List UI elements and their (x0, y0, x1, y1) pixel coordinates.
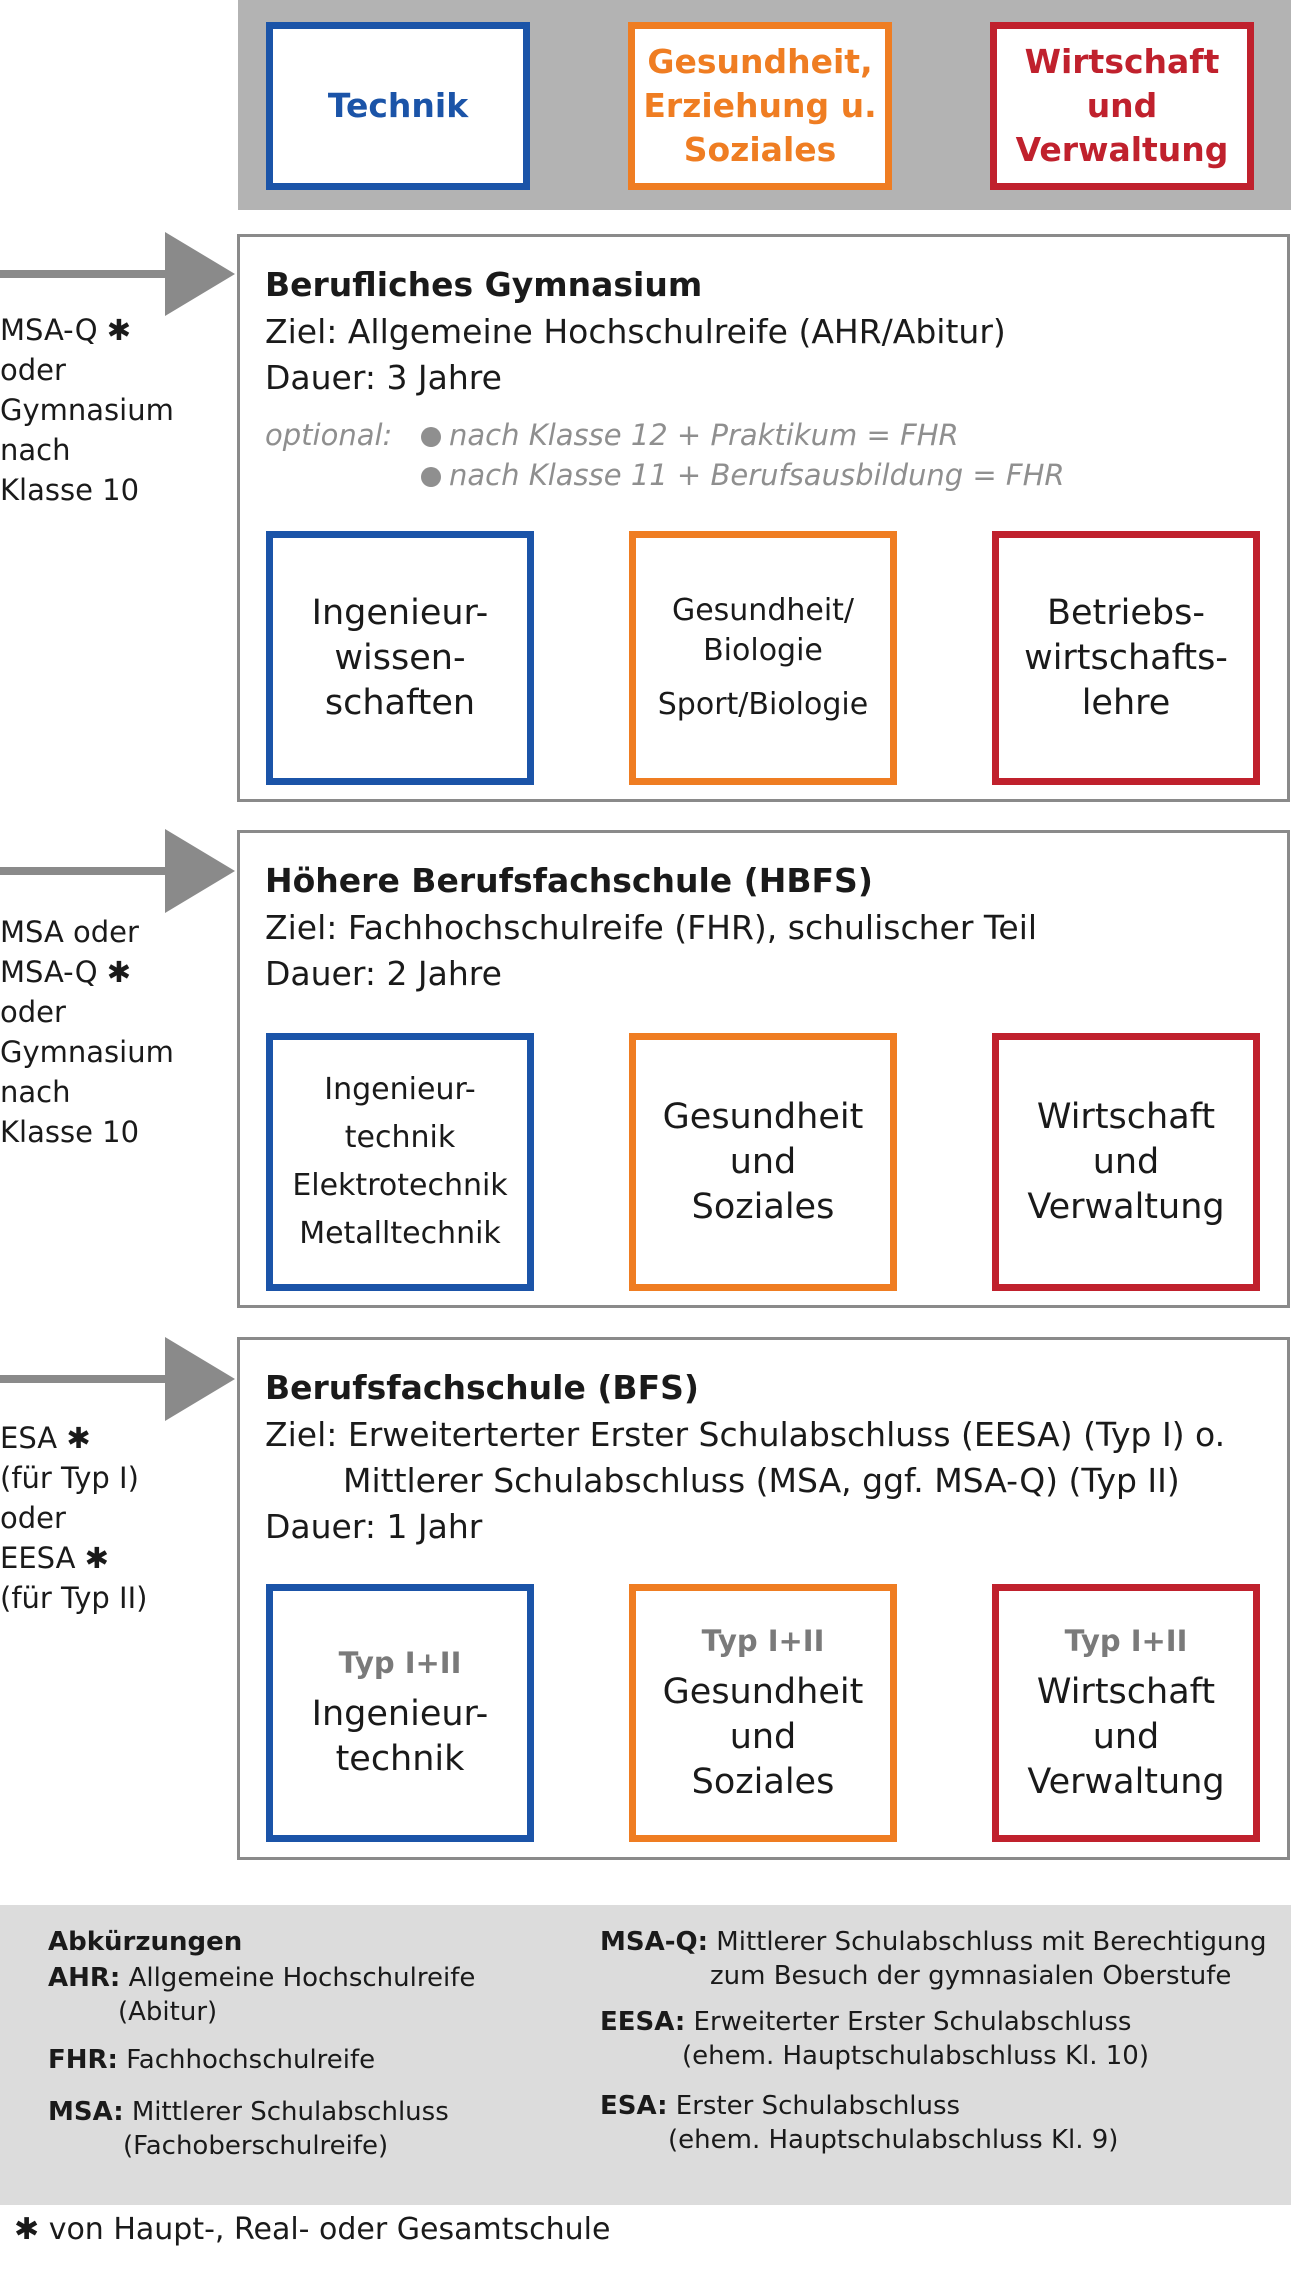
box-label: Gesundheit und Soziales (662, 1096, 864, 1227)
optional-label: optional: (265, 418, 393, 452)
section-title: Berufliches Gymnasium (265, 265, 703, 304)
box-type: Typ I+II (1064, 1623, 1188, 1658)
box-type: Typ I+II (701, 1623, 825, 1658)
abbreviations-panel: Abkürzungen AHR: Allgemeine Hochschulrei… (0, 1905, 1291, 2205)
section-title: Höhere Berufsfachschule (HBFS) (265, 861, 873, 900)
box-label: Gesundheit und Soziales (662, 1671, 864, 1802)
header-gesundheit: Gesundheit, Erziehung u. Soziales (628, 22, 892, 190)
arrow-shaft (0, 270, 175, 278)
star-icon: ✱ (14, 2212, 40, 2247)
box-ingenieurtechnik: Ingenieur- technik Elektrotechnik Metall… (266, 1033, 534, 1291)
box-wirtschaft-verwaltung: Wirtschaft und Verwaltung (992, 1033, 1260, 1291)
abbr-item: AHR: Allgemeine Hochschulreife (Abitur) (48, 1963, 476, 2027)
box-label: Wirtschaft und Verwaltung (1027, 1096, 1225, 1227)
box-label: Ingenieur- wissen- schaften (311, 592, 489, 723)
box-label: Sport/Biologie (657, 687, 869, 722)
box-gesundheit-soziales: Typ I+II Gesundheit und Soziales (629, 1584, 897, 1842)
star-icon: ✱ (106, 313, 132, 347)
arrow-head (165, 232, 235, 316)
arrow-head (165, 829, 235, 913)
section-goal: Ziel: Fachhochschulreife (FHR), schulisc… (265, 908, 1038, 947)
section-title: Berufsfachschule (BFS) (265, 1368, 699, 1407)
optional-item: nach Klasse 11 + Berufsausbildung = FHR (421, 455, 1065, 495)
bullet-icon (421, 467, 441, 487)
arrow-shaft (0, 1375, 175, 1383)
box-ingenieurwissenschaften: Ingenieur- wissen- schaften (266, 531, 534, 785)
abbr-item: MSA-Q: Mittlerer Schulabschluss mit Bere… (600, 1927, 1267, 1991)
footnote: ✱ von Haupt-, Real- oder Gesamtschule (14, 2212, 611, 2247)
header-technik: Technik (266, 22, 530, 190)
section-goal: Ziel: Allgemeine Hochschulreife (AHR/Abi… (265, 312, 1006, 351)
optional-item: nach Klasse 12 + Praktikum = FHR (421, 415, 959, 455)
abbr-item: MSA: Mittlerer Schulabschluss (Fachobers… (48, 2097, 449, 2161)
abbr-item: EESA: Erweiterter Erster Schulabschluss … (600, 2007, 1149, 2071)
section-berufliches-gymnasium: Berufliches Gymnasium Ziel: Allgemeine H… (237, 234, 1290, 802)
box-label: Ingenieur- technik (311, 1694, 489, 1779)
entry-requirements: MSA-Q ✱ oder Gymnasium nach Klasse 10 (0, 313, 174, 507)
entry-requirements: ESA ✱ (für Typ I) oder EESA ✱ (für Typ I… (0, 1421, 148, 1615)
box-betriebswirtschaftslehre: Betriebs- wirtschafts- lehre (992, 531, 1260, 785)
box-label: Wirtschaft und Verwaltung (1027, 1671, 1225, 1802)
box-type: Typ I+II (338, 1646, 462, 1680)
entry-requirements: MSA oder MSA-Q ✱ oder Gymnasium nach Kla… (0, 915, 174, 1149)
section-duration: Dauer: 3 Jahre (265, 358, 502, 397)
arrow-shaft (0, 867, 175, 875)
box-gesundheit-biologie: Gesundheit/ Biologie Sport/Biologie (629, 531, 897, 785)
section-duration: Dauer: 1 Jahr (265, 1507, 483, 1546)
box-gesundheit-soziales: Gesundheit und Soziales (629, 1033, 897, 1291)
header-wirtschaft: Wirtschaft und Verwaltung (990, 22, 1254, 190)
abbreviations-heading: Abkürzungen (48, 1927, 243, 1957)
section-goal-continued: Mittlerer Schulabschluss (MSA, ggf. MSA-… (343, 1461, 1180, 1500)
box-label: Betriebs- wirtschafts- lehre (1024, 592, 1228, 723)
abbr-item: FHR: Fachhochschulreife (48, 2045, 376, 2075)
section-goal: Ziel: Erweiterterter Erster Schulabschlu… (265, 1415, 1226, 1454)
box-wirtschaft-verwaltung: Typ I+II Wirtschaft und Verwaltung (992, 1584, 1260, 1842)
star-icon: ✱ (84, 1541, 109, 1575)
star-icon: ✱ (66, 1421, 91, 1455)
box-ingenieurtechnik: Typ I+II Ingenieur- technik (266, 1584, 534, 1842)
box-label: Ingenieur- technik Elektrotechnik Metall… (292, 1072, 508, 1251)
section-hbfs: Höhere Berufsfachschule (HBFS) Ziel: Fac… (237, 830, 1290, 1308)
arrow-head (165, 1337, 235, 1421)
bullet-icon (421, 427, 441, 447)
abbr-item: ESA: Erster Schulabschluss (ehem. Haupts… (600, 2091, 1119, 2155)
box-label: Gesundheit/ Biologie (671, 593, 855, 668)
section-duration: Dauer: 2 Jahre (265, 954, 502, 993)
star-icon: ✱ (106, 955, 132, 989)
section-bfs: Berufsfachschule (BFS) Ziel: Erweiterter… (237, 1337, 1290, 1860)
